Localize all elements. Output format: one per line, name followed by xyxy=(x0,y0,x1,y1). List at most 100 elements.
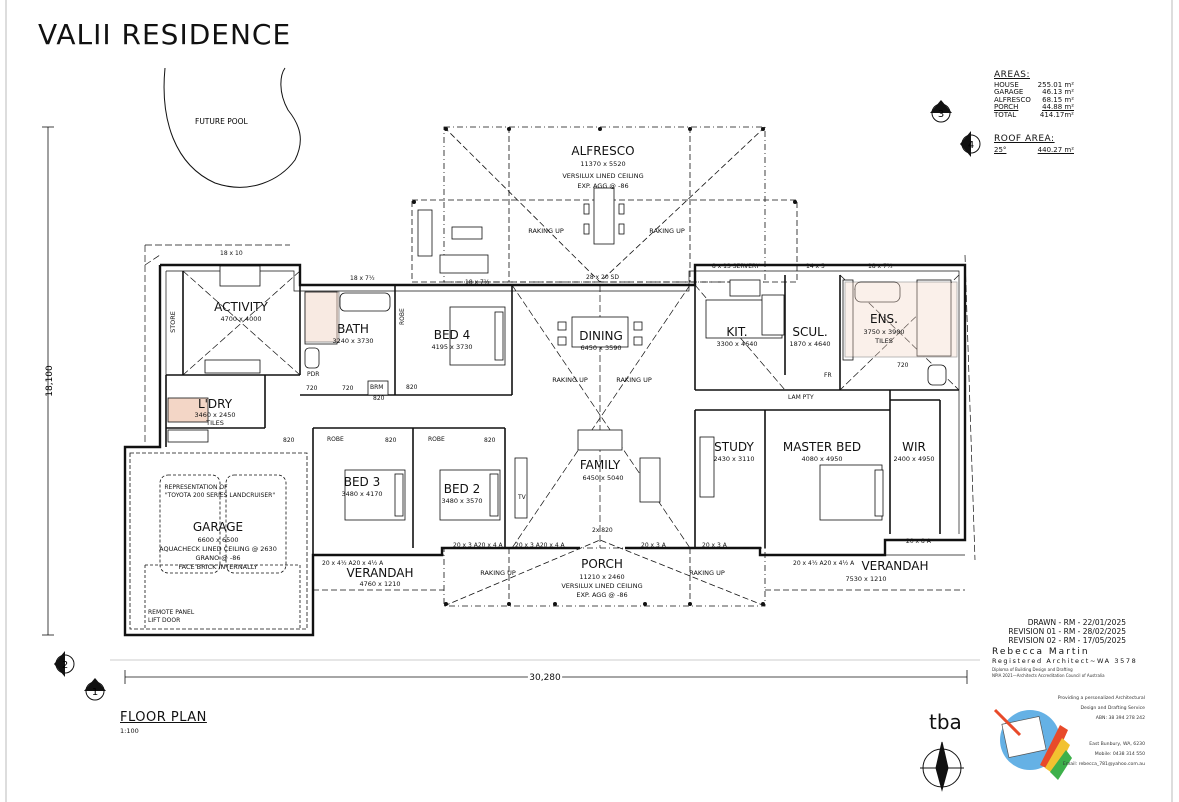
mobile: Mobile: 0438 314 550 xyxy=(1094,752,1145,757)
garage-note1: AQUACHECK LINED CEILING @ 2630 xyxy=(159,545,277,553)
kit-size: 3300 x 4640 xyxy=(716,340,757,348)
future-pool-label: FUTURE POOL xyxy=(195,117,249,126)
alfresco-size: 11370 x 5520 xyxy=(580,160,625,168)
door-720: 720 xyxy=(897,362,909,369)
pdr-label: PDR xyxy=(307,371,319,378)
logo-graphic xyxy=(993,708,1072,780)
marker-1: 1 xyxy=(92,687,98,698)
window-20x3a-20x4a: 20 x 3 A20 x 4 A xyxy=(453,542,504,549)
robe-label: ROBE xyxy=(327,436,344,443)
bath-size: 3240 x 3730 xyxy=(332,337,373,345)
garage-note2: GRANO @ -86 xyxy=(196,554,241,562)
kit-name: KIT. xyxy=(726,325,747,339)
verandah-left-size: 4760 x 1210 xyxy=(359,580,400,588)
window-18x7: 18 x 7½ xyxy=(350,275,375,282)
marker-2: 2 xyxy=(62,660,68,671)
door-820: 820 xyxy=(484,437,496,444)
marker-3: 3 xyxy=(938,109,944,120)
window-14x5: 14 x 5 xyxy=(806,263,825,270)
car-note2: "TOYOTA 200 SERIES LANDCRUISER" xyxy=(165,492,275,499)
tv-label: TV xyxy=(517,494,527,501)
activity-name: ACTIVITY xyxy=(214,300,268,314)
porch-outline xyxy=(313,539,965,607)
garage-walls xyxy=(129,452,308,630)
porch-size: 11210 x 2460 xyxy=(579,573,624,581)
raking-up-label: RAKING UP xyxy=(480,569,516,577)
floor-plan-label: FLOOR PLAN xyxy=(120,710,207,725)
garage-note3: FACE BRICK INTERNALLY xyxy=(179,563,258,571)
porch-note1: VERSILUX LINED CEILING xyxy=(561,582,642,590)
contact-block: Providing a personalized Architectural D… xyxy=(1030,694,1145,770)
raking-up-label: RAKING UP xyxy=(649,227,685,235)
door-820: 820 xyxy=(283,437,295,444)
marker-4: 4 xyxy=(968,140,974,151)
window-20x4a: 20 x 4½ A20 x 4½ A xyxy=(322,560,384,567)
servery-label: 8 x 13 SERVERY xyxy=(712,263,760,270)
tba-label: tba xyxy=(929,710,962,734)
bed3-name: BED 3 xyxy=(344,475,381,489)
slogan-line2: Design and Drafting Service xyxy=(1080,706,1145,711)
bed2-name: BED 2 xyxy=(444,482,481,496)
family-size: 6450 x 5040 xyxy=(582,474,623,482)
architect-diploma: Diploma of Building Design and Drafting xyxy=(992,667,1073,672)
dining-name: DINING xyxy=(579,329,623,343)
robe-label: ROBE xyxy=(428,436,445,443)
raking-up-label: RAKING UP xyxy=(552,376,588,384)
raking-up-label: RAKING UP xyxy=(528,227,564,235)
internal-walls xyxy=(165,271,959,555)
email: Email: rebecca_781@yahoo.com.au xyxy=(1062,762,1145,767)
address: East Bunbury, WA, 6230 xyxy=(1089,742,1145,747)
north-arrow xyxy=(920,741,964,792)
ldry-name: L'DRY xyxy=(198,397,233,411)
garage-size: 6600 x 6500 xyxy=(197,536,238,544)
scul-size: 1870 x 4640 xyxy=(789,340,830,348)
brm-label: BRM xyxy=(370,384,383,391)
ens-note: TILES xyxy=(874,337,893,345)
ldry-size: 3460 x 2450 xyxy=(194,411,235,419)
roof-area-row: 25°440.27 m² xyxy=(994,146,1074,154)
scul-name: SCUL. xyxy=(792,325,827,339)
study-name: STUDY xyxy=(714,440,754,454)
window-20x8a: 20 x 8 A xyxy=(906,538,932,545)
porch-name: PORCH xyxy=(581,557,623,571)
door-2x820: 2x 820 xyxy=(592,527,613,534)
abn: ABN: 38 394 278 242 xyxy=(1095,716,1145,721)
areas-heading: AREAS: xyxy=(994,70,1030,80)
architect-name: Rebecca Martin xyxy=(992,647,1090,657)
fixtures xyxy=(167,265,958,521)
verandah-right-name: VERANDAH xyxy=(861,559,928,573)
window-20x3a: 20 x 3 A xyxy=(641,542,667,549)
door-720: 720 xyxy=(342,385,354,392)
master-size: 4080 x 4950 xyxy=(801,455,842,463)
architect-block: Rebecca Martin Registered Architect~WA 3… xyxy=(992,647,1152,679)
bed2-size: 3480 x 3570 xyxy=(441,497,482,505)
posts xyxy=(412,127,797,606)
overall-depth: 18,100 xyxy=(45,365,55,397)
bath-name: BATH xyxy=(337,322,369,336)
bed3-size: 3480 x 4170 xyxy=(341,490,382,498)
activity-size: 4700 x 4000 xyxy=(220,315,261,323)
roof-area-heading: ROOF AREA: xyxy=(994,134,1055,144)
study-size: 2430 x 3110 xyxy=(713,455,754,463)
roof-area-table: ROOF AREA: 25°440.27 m² xyxy=(994,134,1074,154)
alfresco-name: ALFRESCO xyxy=(571,144,634,158)
alfresco-outline xyxy=(411,126,798,283)
bed4-size: 4195 x 3730 xyxy=(431,343,472,351)
robe-label: ROBE xyxy=(399,308,406,325)
scale-label: 1:100 xyxy=(120,727,139,735)
window-18x7: 18 x 7½ xyxy=(868,263,893,270)
ens-size: 3750 x 3900 xyxy=(863,328,904,336)
future-pool-outline xyxy=(163,67,301,188)
window-20x4a: 20 x 4½ A20 x 4½ A xyxy=(793,560,855,567)
garage-name: GARAGE xyxy=(193,520,243,534)
slogan-line1: Providing a personalized Architectural xyxy=(1057,696,1145,701)
window-18x10: 18 x 10 xyxy=(220,250,243,257)
window-18x7: 18 x 7½ xyxy=(465,279,490,286)
verandah-right-size: 7530 x 1210 xyxy=(845,575,886,583)
raking-up-label: RAKING UP xyxy=(689,569,725,577)
